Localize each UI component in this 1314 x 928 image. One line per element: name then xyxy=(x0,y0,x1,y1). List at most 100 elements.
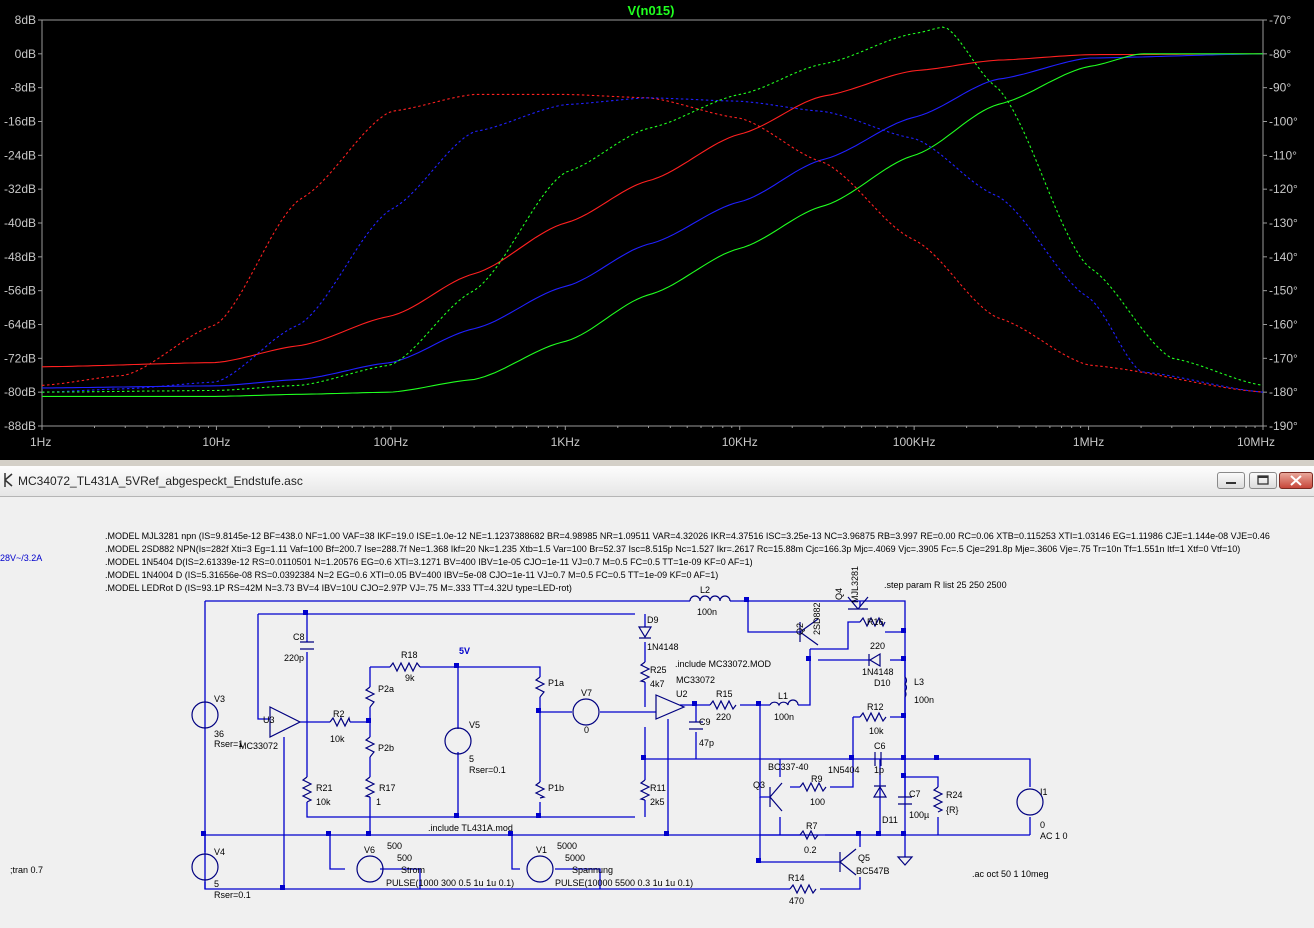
pot-P2a[interactable] xyxy=(364,686,376,708)
label-Q3[interactable]: Q3 xyxy=(753,780,765,790)
label-R12-val[interactable]: 10k xyxy=(869,726,884,736)
label-V5-val[interactable]: 5 xyxy=(469,754,474,764)
trace-magnitude-1[interactable] xyxy=(42,53,1264,389)
tran-directive[interactable]: ;tran 0.7 xyxy=(10,865,43,875)
label-R21[interactable]: R21 xyxy=(316,783,333,793)
label-V4[interactable]: V4 xyxy=(214,847,225,857)
label-U3[interactable]: U3 xyxy=(263,715,275,725)
ac-directive[interactable]: .ac oct 50 1 10meg xyxy=(972,869,1049,879)
label-L2-val[interactable]: 100n xyxy=(697,607,717,617)
label-V7-val[interactable]: 0 xyxy=(584,725,589,735)
left-note[interactable]: 28V~/3.2A xyxy=(0,553,42,563)
label-R17-val[interactable]: 1 xyxy=(376,797,381,807)
label-R25[interactable]: R25 xyxy=(650,665,667,675)
resistor-R16[interactable] xyxy=(859,616,886,628)
schematic-titlebar[interactable]: MC34072_TL431A_5VRef_abgespeckt_Endstufe… xyxy=(0,466,1314,497)
label-V5-rser[interactable]: Rser=0.1 xyxy=(469,765,506,775)
label-D9[interactable]: D9 xyxy=(647,615,659,625)
label-R14[interactable]: R14 xyxy=(788,873,805,883)
label-I1-ac[interactable]: AC 1 0 xyxy=(1040,831,1068,841)
label-R16[interactable]: R16 xyxy=(867,617,884,627)
label-R25-val[interactable]: 4k7 xyxy=(650,679,665,689)
minimize-button[interactable] xyxy=(1217,472,1245,489)
opamp-U2[interactable] xyxy=(655,694,686,720)
resistor-R2[interactable] xyxy=(329,716,351,728)
label-C9[interactable]: C9 xyxy=(699,717,711,727)
trace-magnitude-2[interactable] xyxy=(42,53,1263,397)
label-C6-val[interactable]: 1p xyxy=(874,765,884,775)
include-mc33072[interactable]: .include MC33072.MOD xyxy=(675,659,772,669)
label-Q4[interactable]: Q4 xyxy=(834,588,844,600)
label-P1a[interactable]: P1a xyxy=(548,678,564,688)
label-V1-a[interactable]: 5000 xyxy=(557,841,577,851)
label-U3-model[interactable]: MC33072 xyxy=(239,741,278,751)
diode-D11[interactable] xyxy=(872,785,888,798)
label-D10-model[interactable]: 1N4148 xyxy=(862,667,894,677)
label-L1[interactable]: L1 xyxy=(778,691,788,701)
resistor-R24[interactable] xyxy=(932,786,944,813)
resistor-R18[interactable] xyxy=(389,661,421,673)
label-U2-model[interactable]: MC33072 xyxy=(676,675,715,685)
label-V7[interactable]: V7 xyxy=(581,688,592,698)
label-R24-val[interactable]: {R} xyxy=(946,805,959,815)
label-Q2[interactable]: Q2 xyxy=(795,623,805,635)
label-V1-b[interactable]: 5000 xyxy=(565,853,585,863)
label-R18-val[interactable]: 9k xyxy=(405,673,415,683)
label-R17[interactable]: R17 xyxy=(379,783,396,793)
label-R12[interactable]: R12 xyxy=(867,702,884,712)
label-Q5[interactable]: Q5 xyxy=(858,853,870,863)
inductor-L1[interactable] xyxy=(769,699,799,707)
label-R11[interactable]: R11 xyxy=(650,783,666,793)
resistor-R17[interactable] xyxy=(364,776,376,798)
label-L3[interactable]: L3 xyxy=(914,677,924,687)
label-P2a[interactable]: P2a xyxy=(378,684,394,694)
label-R7[interactable]: R7 xyxy=(806,821,818,831)
trace-title[interactable]: V(n015) xyxy=(628,3,675,18)
model-line-5[interactable]: .MODEL LEDRot D (IS=93.1P RS=42M N=3.73 … xyxy=(105,583,572,593)
net-label-5v[interactable]: 5V xyxy=(459,646,470,656)
label-V1-c[interactable]: Spannung xyxy=(572,865,613,875)
resistor-R21[interactable] xyxy=(301,776,313,803)
label-V4-rser[interactable]: Rser=0.1 xyxy=(214,890,251,900)
source-V1[interactable] xyxy=(526,855,554,883)
opamp-U3[interactable] xyxy=(269,706,302,738)
label-V3[interactable]: V3 xyxy=(214,694,225,704)
label-R7-val[interactable]: 0.2 xyxy=(804,845,817,855)
bode-plot[interactable]: V(n015) 8dB0dB-8dB-16dB-24dB-32dB-40dB-4… xyxy=(0,0,1314,460)
label-D9-model[interactable]: 1N4148 xyxy=(647,642,679,652)
pane-divider[interactable] xyxy=(0,460,1314,466)
source-V5[interactable] xyxy=(444,727,472,755)
label-C7-val[interactable]: 100µ xyxy=(909,810,929,820)
label-Q3-model[interactable]: BC337-40 xyxy=(768,762,809,772)
label-R9-val[interactable]: 100 xyxy=(810,797,825,807)
label-L2[interactable]: L2 xyxy=(700,585,710,595)
source-V4[interactable] xyxy=(191,853,219,881)
close-button[interactable] xyxy=(1279,472,1313,489)
source-V7[interactable] xyxy=(572,698,600,726)
label-R2-val[interactable]: 10k xyxy=(330,734,345,744)
step-directive[interactable]: .step param R list 25 250 2500 xyxy=(884,580,1007,590)
label-L1-val[interactable]: 100n xyxy=(774,712,794,722)
model-line-4[interactable]: .MODEL 1N4004 D (IS=5.31656e-08 RS=0.039… xyxy=(105,570,718,580)
label-C9-val[interactable]: 47p xyxy=(699,738,714,748)
label-P2b[interactable]: P2b xyxy=(378,743,394,753)
label-R11-val[interactable]: 2k5 xyxy=(650,797,665,807)
schematic-drawing[interactable]: .MODEL MJL3281 npn (IS=9.8145e-12 BF=438… xyxy=(0,497,1314,928)
label-Q4-model[interactable]: MJL3281 xyxy=(850,566,860,603)
label-R14-val[interactable]: 470 xyxy=(789,896,804,906)
label-V3-rser[interactable]: Rser=1 xyxy=(214,739,243,749)
capacitor-C7[interactable] xyxy=(898,796,912,805)
transistor-Q5[interactable] xyxy=(839,848,857,876)
diode-D10[interactable] xyxy=(868,652,881,668)
label-Q2-model[interactable]: 2SD882 xyxy=(812,602,822,635)
label-R18[interactable]: R18 xyxy=(401,650,418,660)
diode-D9[interactable] xyxy=(637,626,653,639)
label-D11[interactable]: D11 xyxy=(882,815,898,825)
label-V6-a[interactable]: 500 xyxy=(387,841,402,851)
label-V1[interactable]: V1 xyxy=(536,845,547,855)
transistor-Q2[interactable] xyxy=(799,618,819,646)
label-V6[interactable]: V6 xyxy=(364,845,375,855)
resistor-R25[interactable] xyxy=(639,661,651,683)
trace-phase-4[interactable] xyxy=(41,97,1264,393)
